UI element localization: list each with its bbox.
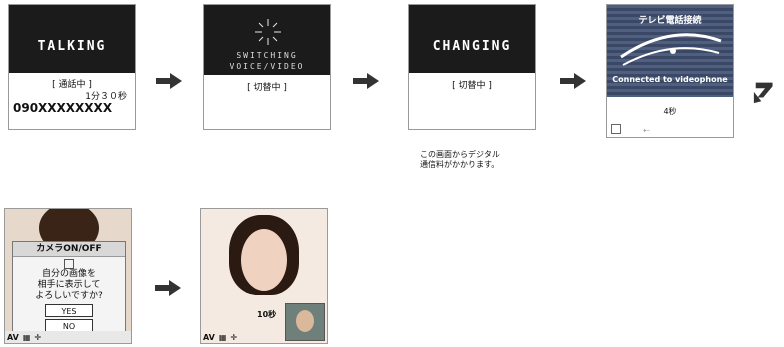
status-text: [ 切替中 ] xyxy=(247,83,287,93)
connection-swoosh-icon xyxy=(620,33,722,66)
av-label[interactable]: AV xyxy=(203,332,215,342)
right-arrow-icon xyxy=(155,280,181,296)
self-face-shape xyxy=(296,310,314,332)
nav-icon[interactable]: ✛ xyxy=(34,332,42,342)
connected-timer: 4秒 xyxy=(663,107,677,116)
av-label[interactable]: AV xyxy=(7,332,19,342)
switching-text-2: VOICE/VIDEO xyxy=(229,62,305,71)
dialog-title: カメラON/OFF xyxy=(13,242,125,257)
nav-icon[interactable]: ✛ xyxy=(230,332,238,342)
menu-icon[interactable]: ▦ xyxy=(22,332,31,342)
status-text: [ 切替中 ] xyxy=(452,81,492,91)
continue-arrow-icon xyxy=(753,82,773,104)
softkey-bar: AV ▦ ✛ xyxy=(201,331,285,343)
charge-note-line2: 通信料がかかります。 xyxy=(420,160,500,169)
right-arrow-icon xyxy=(353,73,379,89)
talking-banner: TALKING xyxy=(9,5,135,73)
screen-videophone: 10秒 AV ▦ ✛ xyxy=(200,208,328,344)
dialog-question-2: 相手に表示して xyxy=(37,280,101,290)
screen-switching: SWITCHING VOICE/VIDEO [ 切替中 ] xyxy=(203,4,331,130)
dialog-question-3: よろしいですか? xyxy=(35,291,103,301)
charge-note: この画面からデジタル 通信料がかかります。 xyxy=(420,150,500,170)
call-duration: 1分３０秒 xyxy=(85,92,127,102)
dialog-question-1: 自分の画像を xyxy=(41,269,96,279)
switching-banner: SWITCHING VOICE/VIDEO xyxy=(204,5,330,75)
back-arrow-icon: ⇠ xyxy=(643,126,650,135)
face-shape xyxy=(241,229,287,291)
yes-button[interactable]: YES xyxy=(45,304,93,317)
screen-changing: CHANGING [ 切替中 ] xyxy=(408,4,536,130)
changing-text: CHANGING xyxy=(432,39,512,54)
changing-banner: CHANGING xyxy=(409,5,535,73)
camera-icon xyxy=(64,259,74,269)
screen-camera-dialog: カメラON/OFF 自分の画像を 相手に表示して よろしいですか? YES NO… xyxy=(4,208,132,344)
right-arrow-icon xyxy=(156,73,182,89)
signal-icon xyxy=(611,124,621,134)
softkey-bar: AV ▦ ✛ xyxy=(5,331,131,343)
call-timer: 10秒 xyxy=(257,310,277,319)
charge-note-line1: この画面からデジタル xyxy=(420,150,500,159)
connected-title: テレビ電話接続 xyxy=(638,16,702,26)
camera-dialog: カメラON/OFF 自分の画像を 相手に表示して よろしいですか? YES NO xyxy=(12,241,126,340)
phone-number: 090XXXXXXXX xyxy=(13,101,113,115)
right-arrow-icon xyxy=(560,73,586,89)
switching-text-1: SWITCHING xyxy=(236,51,298,60)
spark-icon xyxy=(255,19,281,45)
screen-talking: TALKING [ 通話中 ] 1分３０秒 090XXXXXXXX xyxy=(8,4,136,130)
connected-banner: テレビ電話接続 Connected to videophone xyxy=(607,5,733,97)
talking-text: TALKING xyxy=(37,39,107,54)
screen-connected: テレビ電話接続 Connected to videophone 4秒 ⇠ xyxy=(606,4,734,138)
status-text: [ 通話中 ] xyxy=(52,80,92,90)
menu-icon[interactable]: ▦ xyxy=(218,332,227,342)
self-video xyxy=(285,303,325,341)
connected-subtitle: Connected to videophone xyxy=(612,75,728,84)
